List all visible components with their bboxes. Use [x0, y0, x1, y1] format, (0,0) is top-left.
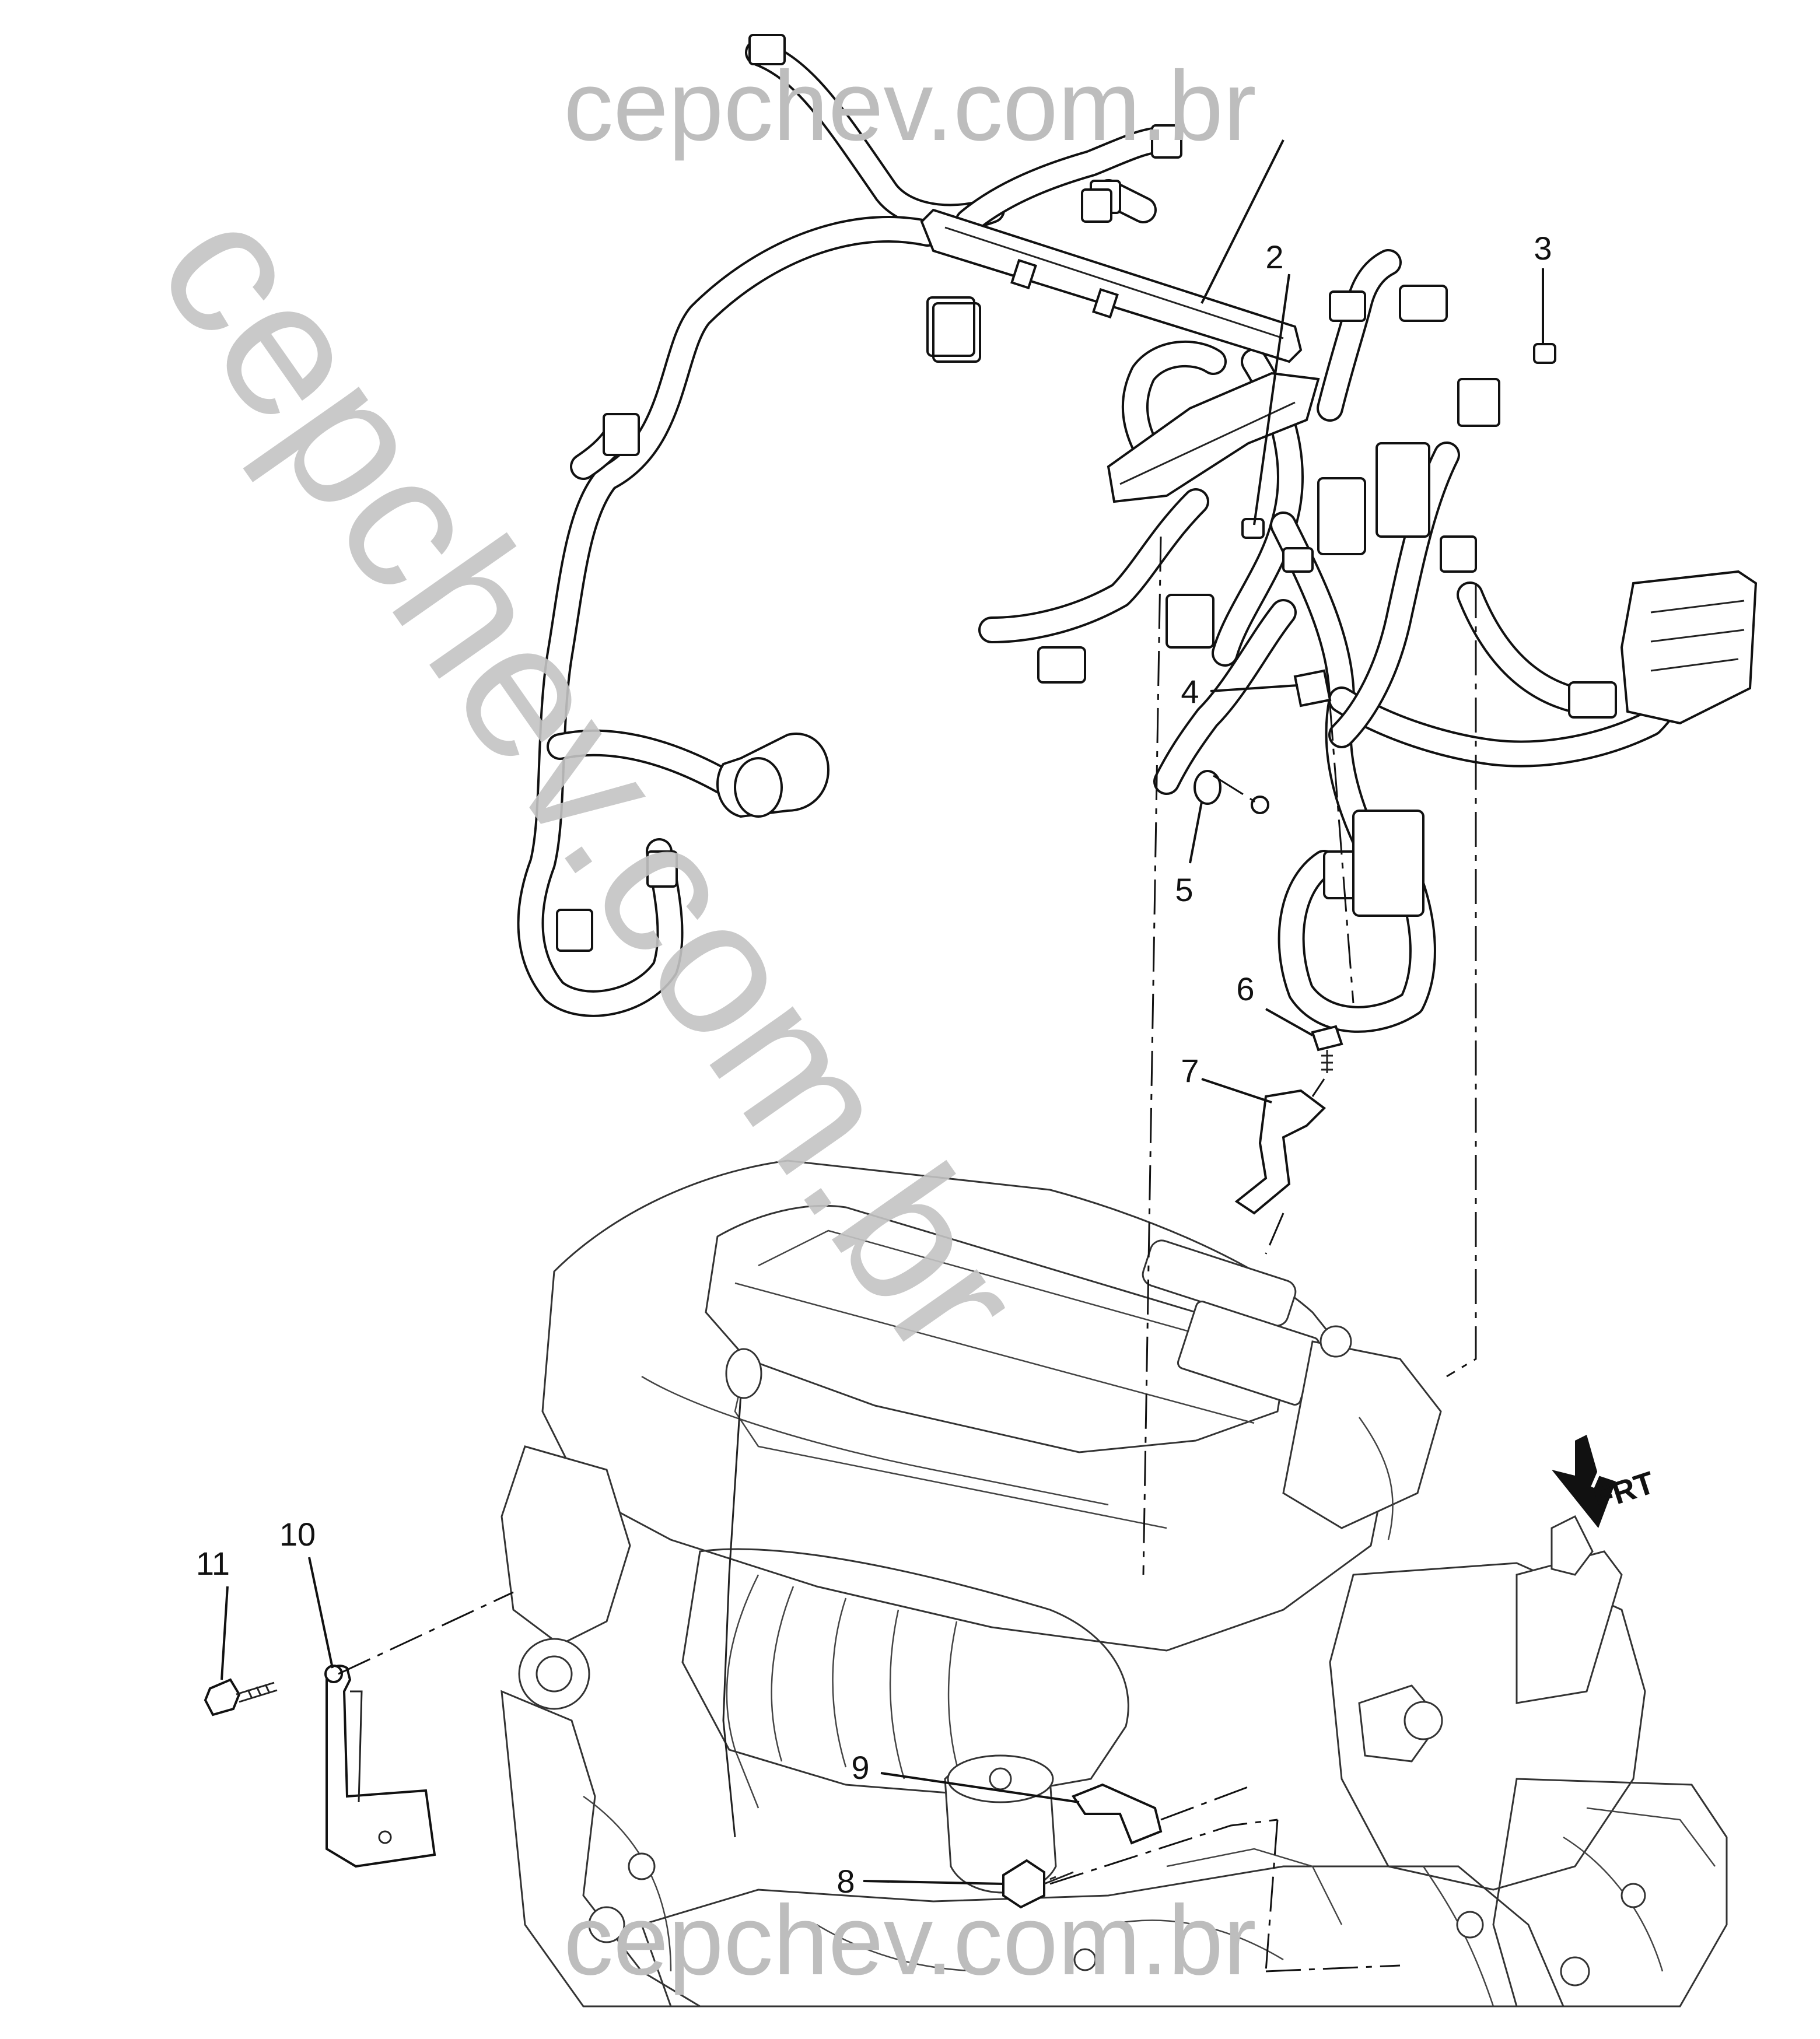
watermark-diagonal: cepchev.com.br: [117, 169, 1066, 1394]
ground-strap-icon: [326, 1665, 436, 1868]
bolt-icon: [1311, 1025, 1343, 1073]
callout-label-6: 6: [1236, 971, 1254, 1007]
grommet-icon: [1194, 770, 1222, 805]
ecm-connector-1: [1317, 477, 1366, 555]
harness-bracket: [1107, 372, 1320, 503]
fuse-block-connector: [1620, 570, 1758, 725]
leader-8: [863, 1880, 1004, 1885]
callout-label-3: 3: [1534, 230, 1552, 267]
watermark-top: cepchev.com.br: [564, 51, 1256, 162]
callout-leaders: [220, 139, 1544, 1885]
leader-2: [1253, 274, 1290, 525]
callout-label-4: 4: [1181, 673, 1199, 710]
fasteners: [204, 343, 1556, 1909]
callout-label-11: 11: [196, 1545, 230, 1582]
bolt-icon: [1002, 1859, 1074, 1909]
clip-icon: [1293, 669, 1332, 707]
callout-labels: 2 3 4 5 6 7 8 9 10 11: [196, 230, 1552, 1900]
mounting-bracket-icon: [1234, 1089, 1326, 1215]
leader-11: [220, 1586, 229, 1680]
callout-label-2: 2: [1265, 239, 1283, 275]
front-direction-indicator: FRT: [1552, 1435, 1659, 1528]
watermark-bottom: cepchev.com.br: [564, 1885, 1256, 1996]
nut-icon: [1533, 343, 1556, 364]
callout-label-10: 10: [279, 1516, 316, 1553]
harness-rail: [920, 208, 1303, 363]
bolt-icon: [204, 1678, 278, 1716]
callout-label-7: 7: [1181, 1052, 1199, 1089]
leader-4: [1210, 684, 1298, 692]
ground-strap-bracket-icon: [1071, 1783, 1163, 1845]
ecm-connector-3: [1352, 810, 1424, 917]
leader-7: [1201, 1078, 1272, 1103]
front-arrow-icon: [1552, 1435, 1616, 1528]
alignment-lines: [338, 536, 1477, 1973]
leader-10: [308, 1557, 334, 1669]
ecm-connector-2: [1376, 442, 1430, 538]
callout-label-8: 8: [836, 1863, 855, 1900]
callout-label-9: 9: [851, 1749, 869, 1786]
engine-wiring-harness: [517, 34, 1758, 1033]
engine-assembly: [501, 1159, 1728, 2008]
callout-label-5: 5: [1175, 871, 1193, 908]
leader-6: [1265, 1008, 1313, 1036]
harness-connectors: [556, 34, 1758, 952]
leader-9: [880, 1772, 1080, 1803]
nut-icon: [1241, 518, 1265, 539]
leader-5: [1189, 801, 1203, 864]
leader-1: [1200, 139, 1284, 304]
